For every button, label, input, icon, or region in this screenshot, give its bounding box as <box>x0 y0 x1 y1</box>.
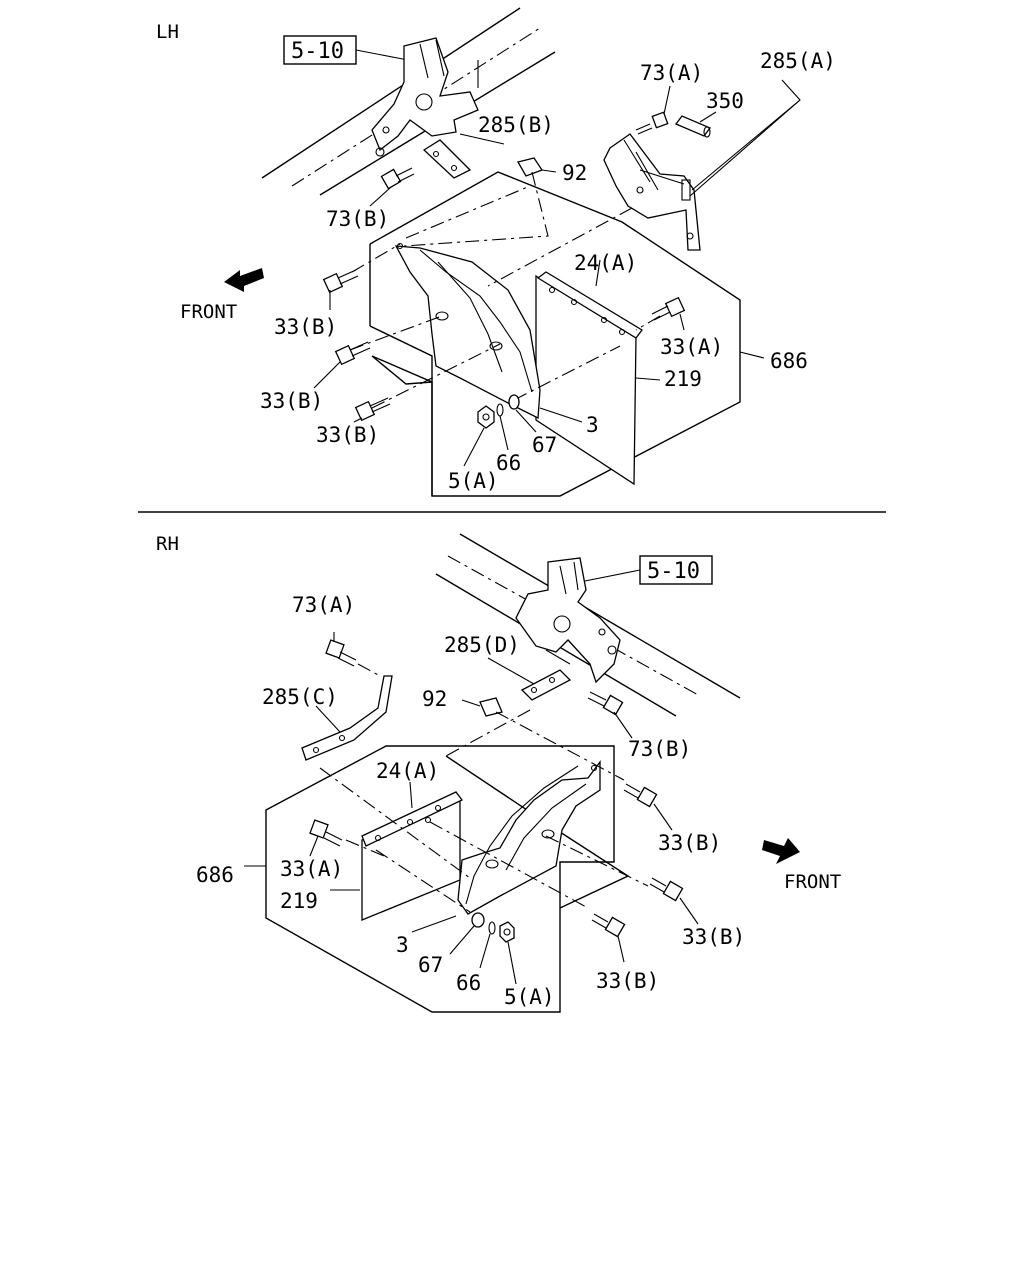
lh-callout-33b-2: 33(B) <box>260 389 323 413</box>
rh-callout-5a: 5(A) <box>504 985 555 1009</box>
lh-front-arrow: FRONT <box>180 268 264 323</box>
rh-callout-24a: 24(A) <box>376 759 439 783</box>
rh-bolt-73b <box>587 691 633 739</box>
rh-outline-686 <box>244 745 630 1013</box>
rh-callout-66: 66 <box>456 971 481 995</box>
lh-ref-box[interactable]: 5-10 <box>283 35 409 65</box>
rh-callout-73a: 73(A) <box>292 593 355 617</box>
lh-callout-33b-3: 33(B) <box>316 423 379 447</box>
rh-bracket-285c <box>301 675 393 761</box>
lh-callout-5a: 5(A) <box>448 469 499 493</box>
rh-callout-73b: 73(B) <box>628 737 691 761</box>
rh-side-label: RH <box>156 533 179 555</box>
rh-callout-219: 219 <box>280 889 318 913</box>
rh-callout-285d: 285(D) <box>444 633 520 657</box>
lh-spring-hanger <box>371 37 479 157</box>
rh-callout-686: 686 <box>196 863 234 887</box>
rh-bolt-73a <box>325 632 381 677</box>
lh-callout-219: 219 <box>664 367 702 391</box>
lh-bolt-73b <box>369 167 415 207</box>
rh-section: RH 5-10 <box>156 533 841 1013</box>
rh-front-label: FRONT <box>784 871 841 893</box>
lh-bracket-285b <box>422 133 505 179</box>
rh-callout-33a: 33(A) <box>280 857 343 881</box>
lh-side-label: LH <box>156 21 179 43</box>
rh-callout-285c: 285(C) <box>262 685 338 709</box>
rh-callout-33b-3: 33(B) <box>596 969 659 993</box>
lh-mudflap-219 <box>535 259 661 486</box>
rh-front-arrow: FRONT <box>762 838 841 893</box>
lh-callout-66: 66 <box>496 451 521 475</box>
rh-callout-92: 92 <box>422 687 447 711</box>
rh-bolts-33 <box>309 783 699 963</box>
lh-callouts: 73(A) 285(A) 350 285(B) 92 73(B) 24(A) 3… <box>260 49 836 493</box>
lh-pin-350 <box>674 111 717 138</box>
lh-callout-686: 686 <box>770 349 808 373</box>
lh-bracket-285a <box>603 79 801 251</box>
rh-clip-92 <box>461 697 503 717</box>
lh-callout-350: 350 <box>706 89 744 113</box>
lh-ref-box-label: 5-10 <box>291 39 344 64</box>
rh-nut-washers <box>449 912 517 985</box>
lh-callout-285a: 285(A) <box>760 49 836 73</box>
lh-bolts-33 <box>313 269 686 423</box>
lh-front-label: FRONT <box>180 301 237 323</box>
lh-clip-92 <box>517 157 557 177</box>
lh-section: LH 5-10 <box>156 7 836 497</box>
rh-mudflap-219 <box>330 781 463 921</box>
rh-assembly-lines <box>319 709 649 913</box>
lh-callout-33a: 33(A) <box>660 335 723 359</box>
rh-spring-hanger <box>515 557 621 684</box>
lh-callout-3: 3 <box>586 413 599 437</box>
rh-ref-box[interactable]: 5-10 <box>579 555 713 585</box>
rh-callout-33b-1: 33(B) <box>658 831 721 855</box>
lh-callout-285b: 285(B) <box>478 113 554 137</box>
lh-assembly-lines <box>349 171 661 409</box>
lh-nut-washers <box>463 394 537 467</box>
rh-panel-3 <box>411 760 601 933</box>
rh-callout-33b-2: 33(B) <box>682 925 745 949</box>
rh-ref-box-label: 5-10 <box>647 559 700 584</box>
lh-panel-3 <box>394 242 583 423</box>
lh-outline-686 <box>369 171 765 497</box>
lh-callout-73b: 73(B) <box>326 207 389 231</box>
lh-callout-92: 92 <box>562 161 587 185</box>
lh-bolt-73a <box>635 85 671 135</box>
lh-callout-33b-1: 33(B) <box>274 315 337 339</box>
rh-callouts: 73(A) 285(D) 285(C) 92 73(B) 24(A) 33(B)… <box>196 593 745 1009</box>
rh-callout-67: 67 <box>418 953 443 977</box>
lh-callout-73a: 73(A) <box>640 61 703 85</box>
lh-callout-24a: 24(A) <box>574 251 637 275</box>
lh-callout-67: 67 <box>532 433 557 457</box>
rh-bracket-285d <box>487 649 572 701</box>
rh-callout-3: 3 <box>396 933 409 957</box>
